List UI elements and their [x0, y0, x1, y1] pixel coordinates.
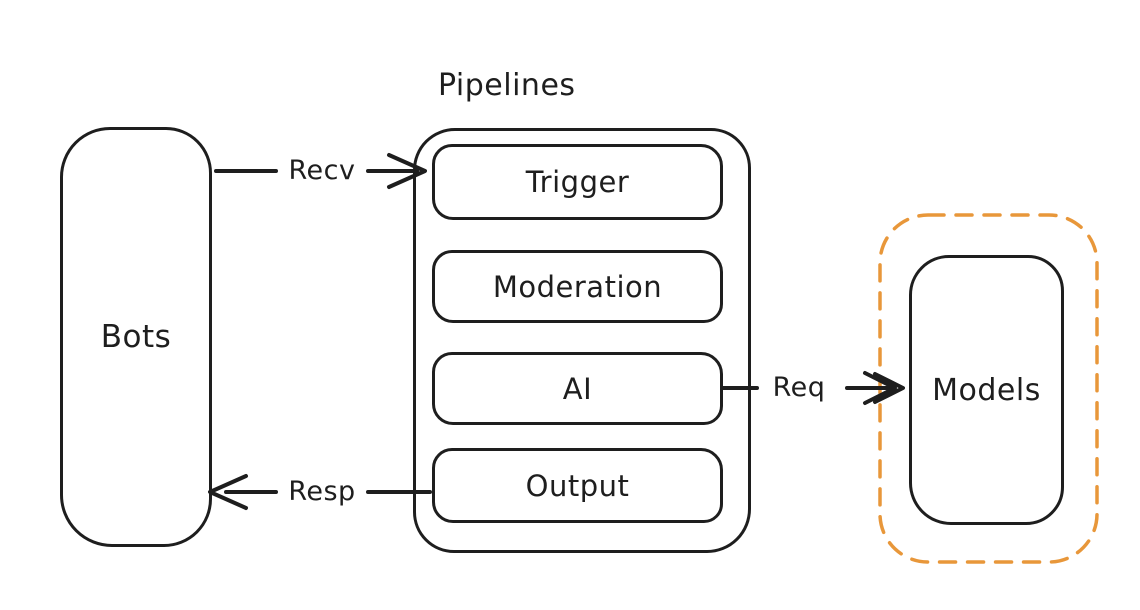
- stage-moderation-label: Moderation: [492, 269, 663, 304]
- stage-trigger: Trigger: [432, 144, 723, 220]
- bots-label: Bots: [100, 319, 172, 355]
- recv-label: Recv: [288, 155, 356, 186]
- bots-node: Bots: [60, 127, 212, 547]
- req-line-left: [721, 386, 759, 390]
- stage-output-label: Output: [525, 468, 630, 503]
- stage-ai-label: AI: [562, 371, 593, 406]
- resp-label: Resp: [288, 476, 356, 507]
- resp-line-left: [224, 490, 278, 494]
- arrowhead-double-right-icon: [863, 371, 905, 405]
- models-label: Models: [932, 372, 1041, 408]
- models-node: Models: [909, 255, 1064, 525]
- stage-moderation: Moderation: [432, 250, 723, 323]
- arrowhead-right-icon: [387, 153, 427, 189]
- stage-ai: AI: [432, 352, 723, 425]
- req-label: Req: [772, 372, 826, 403]
- resp-line-right: [366, 490, 432, 494]
- recv-line-left: [214, 169, 278, 173]
- stage-output: Output: [432, 448, 723, 523]
- pipelines-title: Pipelines: [438, 68, 576, 103]
- stage-trigger-label: Trigger: [525, 165, 630, 199]
- recv-line-right: [366, 169, 419, 173]
- req-line-right: [845, 386, 895, 390]
- arrowhead-left-icon: [208, 474, 248, 510]
